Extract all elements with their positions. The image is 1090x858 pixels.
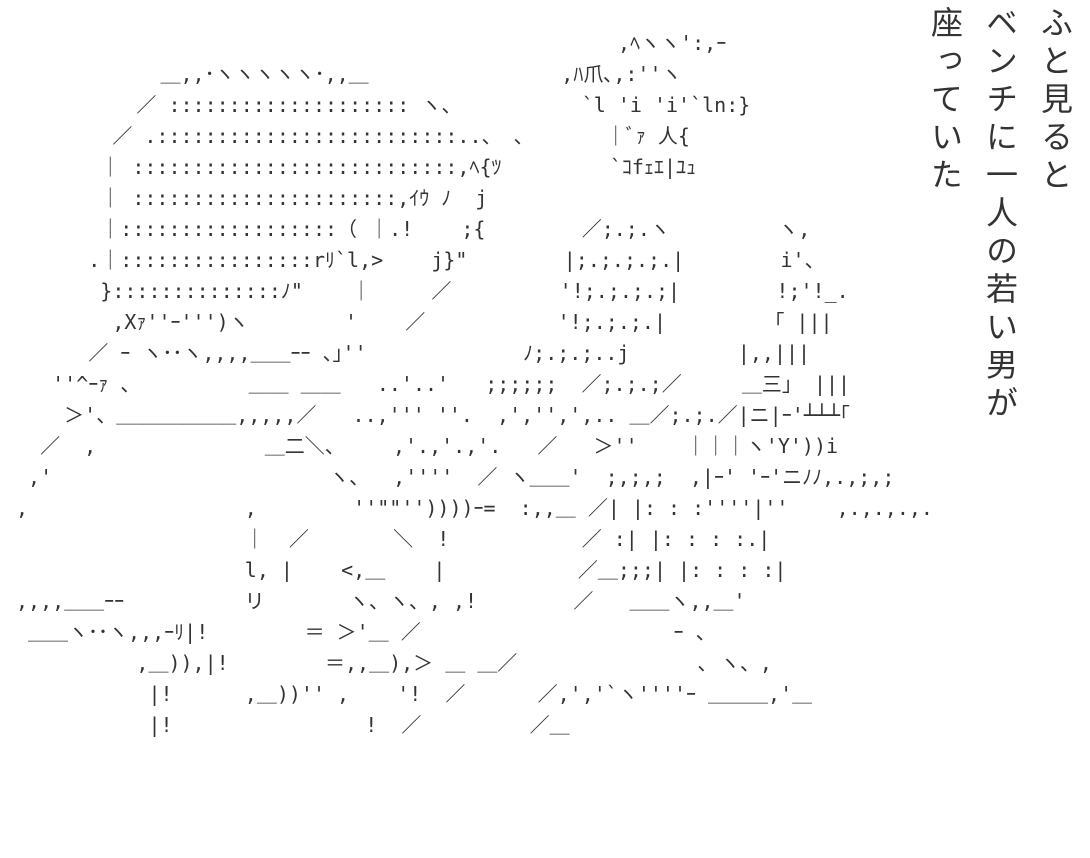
caption-column-2: ベンチに一人の若い男が (981, 6, 1018, 424)
caption-column-3: 座っていた (926, 6, 963, 196)
ascii-art: ,ﾍヽヽ':,ｰ ＿,,･ヽヽヽヽヽ･,,＿ ,ﾊ爪､,:''ヽ ／ :::::… (16, 31, 933, 737)
vertical-caption: ふと見ると ベンチに一人の若い男が 座っていた (917, 6, 1082, 476)
caption-column-1: ふと見ると (1037, 6, 1073, 196)
